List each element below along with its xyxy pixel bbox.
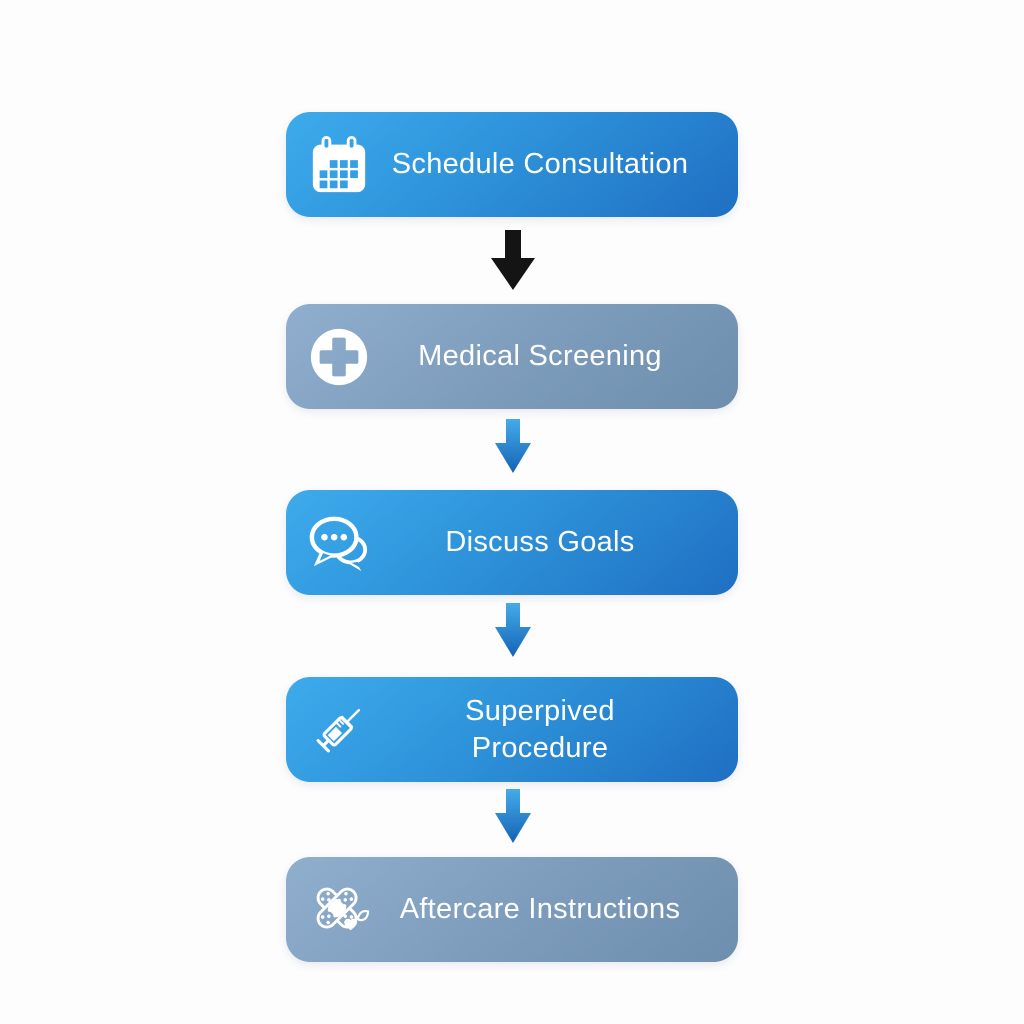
flow-step-schedule-consultation: Schedule Consultation	[286, 112, 738, 217]
flow-step-discuss-goals: Discuss Goals	[286, 490, 738, 595]
bandage-icon	[308, 878, 370, 941]
down-arrow-icon	[489, 230, 537, 292]
flow-step-label: Aftercare Instructions	[399, 893, 681, 926]
flow-step-label: Discuss Goals	[445, 526, 635, 559]
flow-step-label: Superpived Procedure	[465, 695, 615, 764]
down-arrow-icon	[493, 419, 533, 475]
flow-step-label: Schedule Consultation	[391, 148, 689, 181]
flow-step-aftercare-instructions: Aftercare Instructions	[286, 857, 738, 962]
medical-cross-icon	[308, 325, 370, 388]
flow-step-superpived-procedure: Superpived Procedure	[286, 677, 738, 782]
syringe-icon	[308, 699, 370, 761]
down-arrow-icon	[493, 789, 533, 845]
flow-step-medical-screening: Medical Screening	[286, 304, 738, 409]
flow-step-label: Medical Screening	[418, 340, 662, 373]
calendar-icon	[308, 133, 370, 196]
chat-bubbles-icon	[308, 511, 370, 574]
down-arrow-icon	[493, 603, 533, 659]
